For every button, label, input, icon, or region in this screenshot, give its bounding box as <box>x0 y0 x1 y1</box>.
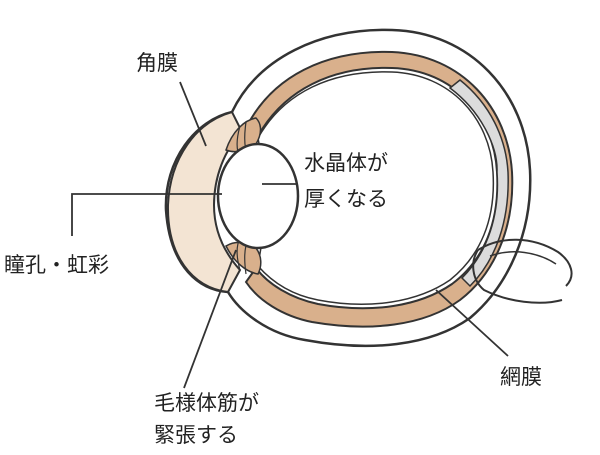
iris-lines <box>236 121 249 275</box>
optic-nerve <box>472 238 573 304</box>
label-lens-line1: 水晶体が <box>304 151 388 175</box>
leader-cornea <box>179 81 207 147</box>
label-pupil-iris: 瞳孔・虹彩 <box>4 253 109 277</box>
optic-nerve-inner <box>489 251 557 265</box>
label-cornea: 角膜 <box>136 51 178 75</box>
cornea-region <box>166 110 244 294</box>
leader-ciliary <box>183 249 237 389</box>
label-ciliary-line1: 毛様体筋が <box>154 391 259 415</box>
leader-pupil <box>71 193 222 236</box>
label-lens-line2: 厚くなる <box>304 187 388 211</box>
label-ciliary-line2: 緊張する <box>154 423 238 447</box>
leader-retina <box>435 289 509 357</box>
label-retina: 網膜 <box>500 365 542 389</box>
lens <box>216 142 300 250</box>
retina-inner-band <box>448 79 509 288</box>
